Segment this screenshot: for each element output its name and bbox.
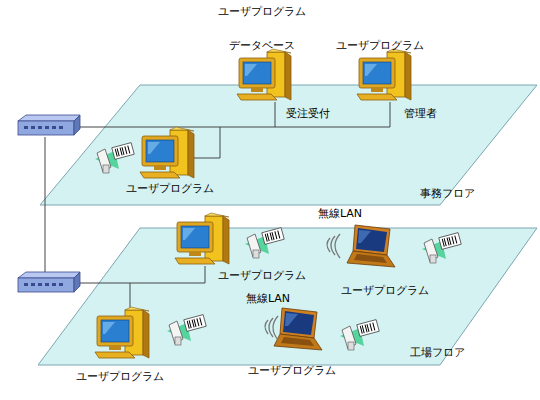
device-label: ユーザプログラム (218, 4, 306, 19)
device-label: ユーザプログラム (76, 369, 164, 384)
floor-name: 事務フロア (420, 186, 475, 201)
device-label: ユーザプログラム (336, 38, 424, 53)
backbone-wire (45, 137, 46, 272)
network-hub (18, 272, 80, 292)
admin-pc (357, 49, 411, 100)
barcode-scanner (422, 233, 461, 263)
barcode-scanner (167, 315, 206, 345)
desktop-pc (140, 127, 194, 178)
laptop-pc (274, 308, 322, 350)
office-wire (192, 127, 220, 158)
floor-band: 事務フロア (38, 83, 540, 208)
lan-wires (45, 102, 390, 312)
office-wire (275, 102, 276, 127)
office-wire (80, 102, 390, 127)
floor-name: 工場フロア (410, 345, 465, 360)
factory-wire (80, 266, 205, 283)
floor-plane (38, 228, 537, 365)
floor-plane (40, 85, 537, 205)
server-pc (237, 49, 291, 100)
wireless-waves (327, 234, 340, 258)
device-label: データベース (229, 38, 295, 53)
device-label: 無線LAN (318, 206, 362, 221)
desktop-pc (95, 307, 149, 358)
desktop-pc (175, 213, 229, 264)
barcode-scanner (245, 228, 284, 258)
network-hub (18, 115, 80, 135)
laptop-pc (347, 225, 395, 267)
barcode-scanner (95, 143, 134, 173)
barcode-scanner (340, 320, 379, 350)
wireless-waves (265, 316, 278, 340)
